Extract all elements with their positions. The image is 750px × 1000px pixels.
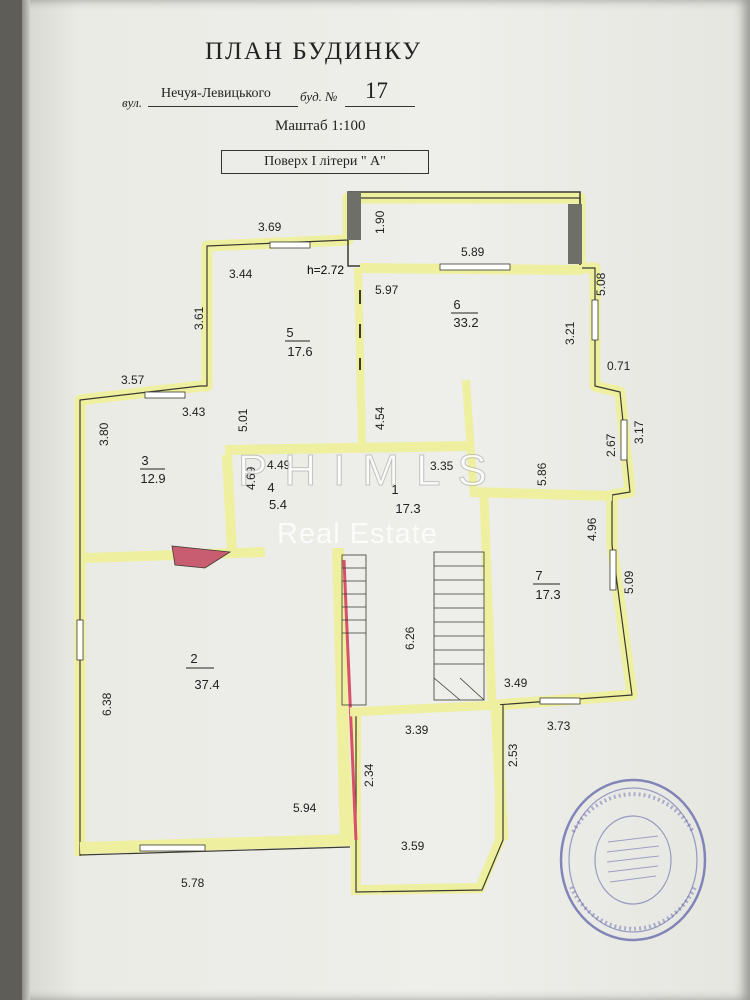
dim-label: 3.21	[563, 321, 577, 345]
door-marker	[171, 545, 232, 569]
house-prefix: буд. №	[300, 89, 338, 104]
dim-label: 5.86	[535, 462, 549, 486]
room-area: 17.3	[535, 587, 560, 602]
house-underline	[345, 106, 415, 107]
room-number: 2	[190, 651, 197, 666]
dim-label: 3.69	[258, 220, 282, 234]
bay-room-wall-line	[355, 705, 504, 893]
room-number: 7	[535, 568, 542, 583]
wall-corridor-right	[479, 494, 497, 706]
dim-label: 3.73	[547, 719, 571, 733]
bottom-wall-room2-line	[79, 846, 351, 856]
dim-label: 5.08	[594, 272, 608, 296]
dim-label: 4.69	[244, 466, 258, 490]
street-underline	[148, 106, 298, 107]
watermark-logo: PHIMLS	[238, 446, 504, 496]
ceiling-height: h=2.72	[307, 263, 344, 277]
dim-label: 3.61	[192, 306, 206, 330]
room-area: 33.2	[453, 315, 478, 330]
plan-sheet	[22, 0, 750, 1000]
dim-label: 3.43	[182, 405, 206, 419]
dim-label: 3.35	[430, 459, 454, 473]
dim-label: 3.44	[229, 267, 253, 281]
watermark-text: Real Estate	[277, 518, 438, 550]
room-number: 6	[453, 297, 460, 312]
room-area: 12.9	[140, 471, 165, 486]
official-stamp	[559, 778, 707, 942]
wall-room1-room7	[469, 487, 613, 501]
dim-label: 3.49	[504, 676, 528, 690]
dim-label: 6.26	[403, 626, 417, 650]
wall-row-mid	[224, 441, 471, 455]
dim-label: 4.54	[373, 406, 387, 430]
dim-label: 4.49	[267, 458, 291, 472]
room-number: 4	[267, 480, 274, 495]
room-area: 17.3	[395, 501, 420, 516]
dim-label: 4.96	[585, 517, 599, 541]
dim-label: 5.09	[622, 570, 636, 594]
dim-label: 2.34	[362, 763, 376, 787]
dim-label: 0.71	[607, 359, 631, 373]
room-area: 5.4	[269, 497, 287, 512]
street-name: Нечуя-Левицького	[161, 86, 271, 101]
dimension-labels: 3.69 1.90 3.44 h=2.72 5.89 5.97 5.08 3.6…	[97, 210, 646, 890]
plan-walls	[74, 191, 638, 896]
balcony-post-right	[568, 204, 582, 264]
street-prefix: вул.	[122, 95, 142, 110]
room-area: 37.4	[194, 677, 219, 692]
house-number: 17	[365, 78, 388, 103]
dim-label: 5.97	[375, 283, 399, 297]
dim-label: 5.01	[236, 408, 250, 432]
staircase-left	[341, 554, 367, 706]
room-number: 3	[141, 453, 148, 468]
room-number: 1	[391, 482, 398, 497]
dim-label: 2.67	[604, 433, 618, 457]
windows	[76, 241, 628, 852]
bottom-wall-room2	[79, 834, 351, 854]
wall-room5-room6	[354, 267, 366, 447]
dim-label: 6.38	[100, 692, 114, 716]
dim-label: 1.90	[373, 210, 387, 234]
dim-label: 3.59	[401, 839, 425, 853]
wall-room3-room4	[222, 454, 237, 553]
floor-label: Поверх I літери " А"	[221, 150, 429, 174]
dim-label: 5.78	[181, 876, 205, 890]
dim-label: 3.17	[632, 420, 646, 444]
scale-label: Маштаб 1:100	[275, 118, 366, 134]
room-labels: 1 17.3 2 37.4 3 12.9 4 5.4 5 17.6 6 33.2…	[140, 297, 561, 692]
wall-corridor-bottom	[349, 700, 501, 717]
dim-label: 2.53	[506, 743, 520, 767]
sheet-edge	[22, 0, 30, 1000]
dim-label: 5.94	[293, 801, 317, 815]
dim-label: 3.57	[121, 373, 145, 387]
staircase-right	[433, 551, 485, 701]
balcony-post-left	[347, 192, 361, 240]
dim-label: 3.39	[405, 723, 429, 737]
dim-label: 3.80	[97, 422, 111, 446]
document-title: ПЛАН БУДИНКУ	[205, 38, 423, 65]
room-area: 17.6	[287, 344, 312, 359]
wall-room6-room1	[462, 379, 478, 497]
room-number: 5	[286, 325, 293, 340]
dim-label: 5.89	[461, 245, 485, 259]
